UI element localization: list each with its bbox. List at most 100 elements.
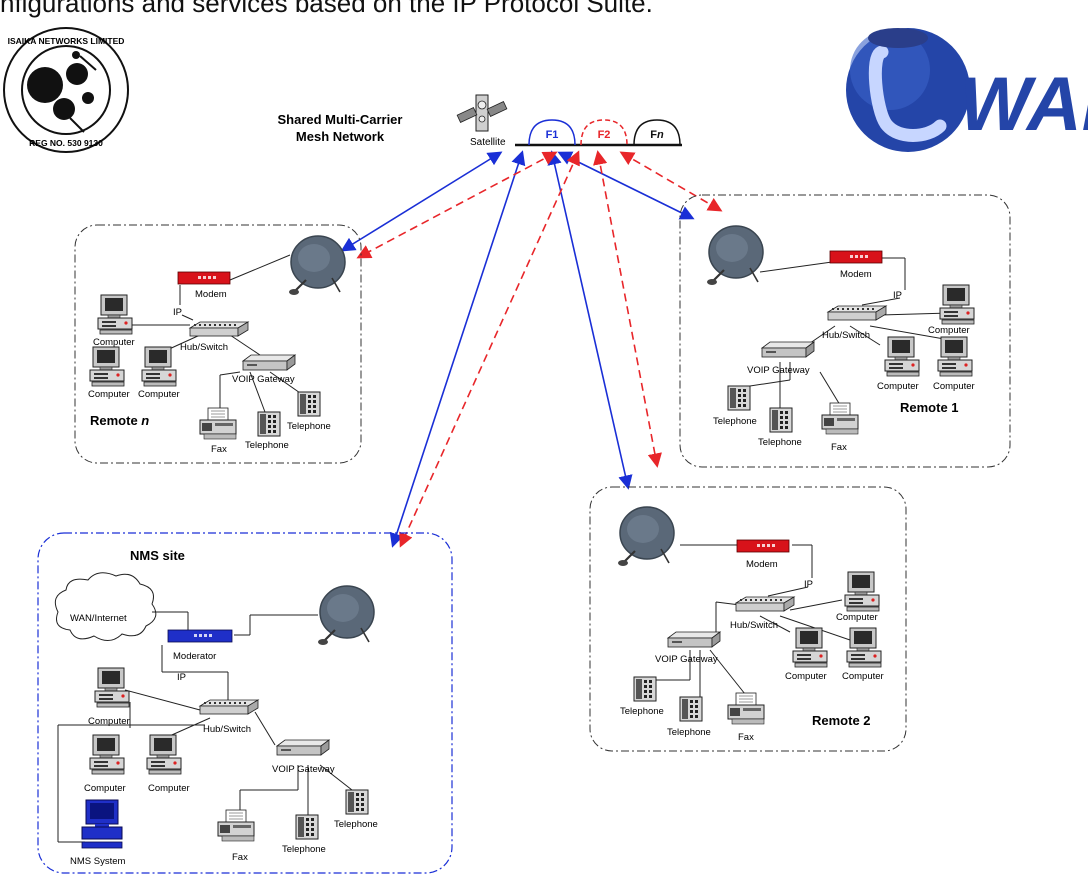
remote-n-ip-label: IP (173, 307, 182, 318)
nms-system-icon (81, 799, 123, 849)
remote-n-hub-icon (189, 321, 249, 337)
nms-computer-label-3: Computer (148, 783, 190, 794)
nms-modem (167, 629, 233, 643)
carrier-fn-arc (633, 119, 681, 146)
nms-voip-icon (276, 739, 330, 756)
nms-fax-icon (217, 809, 255, 842)
isaika-reg-text: REG NO. 530 9130 (29, 138, 103, 148)
remote-2-title: Remote 2 (812, 713, 871, 728)
nms-computer-icon-3 (146, 734, 182, 775)
carrier-f2-arc (580, 119, 628, 146)
remote-2-computer-label-3: Computer (842, 671, 884, 682)
remote-2-computer-label-2: Computer (785, 671, 827, 682)
remote-1-site: Modem IP Hub/Switch VOIP Gateway Compute… (679, 194, 1011, 468)
iwan-logo: WAN (846, 28, 1088, 152)
remote-2-ip-label: IP (804, 579, 813, 590)
remote-n-site: Modem IP Hub/Switch VOIP Gateway Compute… (74, 224, 362, 464)
remote-1-telephone-icon-1 (727, 385, 751, 411)
remote-n-computer-label-1: Computer (93, 337, 135, 348)
remote-1-computer-label-2: Computer (877, 381, 919, 392)
remote-1-modem-label: Modem (840, 269, 872, 280)
remote-1-computer-icon-3 (937, 336, 973, 377)
remote-2-computer-icon-1 (844, 571, 880, 612)
remote-1-title: Remote 1 (900, 400, 959, 415)
nms-computer-label-2: Computer (84, 783, 126, 794)
f1-links (340, 150, 695, 548)
remote-n-computer-label-3: Computer (138, 389, 180, 400)
remote-1-voip-icon (761, 341, 815, 358)
remote-1-ip-label: IP (893, 290, 902, 301)
remote-1-dish-icon (705, 224, 765, 287)
carrier-f1-arc (528, 119, 576, 146)
remote-1-telephone-label-1: Telephone (713, 416, 757, 427)
remote-2-telephone-label-2: Telephone (667, 727, 711, 738)
nms-telephone-label-1: Telephone (282, 844, 326, 855)
remote-n-fax-label: Fax (211, 444, 227, 455)
remote-2-dish-icon (616, 505, 676, 568)
remote-1-voip-label: VOIP Gateway (747, 365, 810, 376)
f2-links (356, 150, 723, 548)
remote-n-telephone-icon-2 (297, 391, 321, 417)
remote-n-computer-icon-1 (97, 294, 133, 335)
remote-n-voip-label: VOIP Gateway (232, 374, 295, 385)
remote-2-voip-label: VOIP Gateway (655, 654, 718, 665)
remote-2-telephone-icon-2 (679, 696, 703, 722)
remote-2-computer-icon-2 (792, 627, 828, 668)
remote-1-modem (829, 250, 883, 264)
remote-2-modem-label: Modem (746, 559, 778, 570)
isaika-ring-text: ISAIKA NETWORKS LIMITED (8, 36, 125, 46)
remote-n-hub-label: Hub/Switch (180, 342, 228, 353)
remote-2-voip-icon (667, 631, 721, 648)
remote-n-telephone-label-2: Telephone (287, 421, 331, 432)
nms-telephone-icon-2 (345, 789, 369, 815)
remote-n-computer-icon-2 (89, 346, 125, 387)
nms-computer-label-1: Computer (88, 716, 130, 727)
remote-2-hub-icon (735, 596, 795, 612)
remote-n-computer-icon-3 (141, 346, 177, 387)
remote-2-computer-icon-3 (846, 627, 882, 668)
remote-1-telephone-icon-2 (769, 407, 793, 433)
remote-2-modem (736, 539, 790, 553)
carrier-fn-label: Fn (650, 129, 664, 141)
remote-1-hub-label: Hub/Switch (822, 330, 870, 341)
remote-2-site: Modem IP Hub/Switch VOIP Gateway Compute… (589, 486, 907, 752)
nms-telephone-label-2: Telephone (334, 819, 378, 830)
nms-modem-label: Moderator (173, 651, 216, 662)
nms-computer-icon-1 (94, 667, 130, 708)
nms-voip-label: VOIP Gateway (272, 764, 335, 775)
carrier-f1-label: F1 (546, 129, 559, 141)
remote-1-hub-icon (827, 305, 887, 321)
remote-2-telephone-icon-1 (633, 676, 657, 702)
remote-1-telephone-label-2: Telephone (758, 437, 802, 448)
remote-n-telephone-label-1: Telephone (245, 440, 289, 451)
nms-telephone-icon-1 (295, 814, 319, 840)
isaika-logo: ISAIKA NETWORKS LIMITED REG NO. 530 9130 (3, 27, 129, 153)
remote-n-modem-label: Modem (195, 289, 227, 300)
remote-n-telephone-icon-1 (257, 411, 281, 437)
remote-2-hub-label: Hub/Switch (730, 620, 778, 631)
nms-cloud-label: WAN/Internet (70, 613, 127, 624)
nms-dish-icon (316, 584, 376, 647)
nms-hub-icon (199, 699, 259, 715)
remote-2-fax-icon (727, 692, 765, 725)
remote-1-computer-icon-2 (884, 336, 920, 377)
satellite-label: Satellite (470, 137, 506, 148)
page-heading: nfigurations and services based on the I… (0, 0, 653, 18)
iwan-logo-text: WAN (959, 62, 1088, 147)
remote-n-computer-label-2: Computer (88, 389, 130, 400)
remote-n-dish-icon (287, 234, 347, 297)
remote-2-computer-label-1: Computer (836, 612, 878, 623)
network-title-line2: Mesh Network (296, 129, 385, 144)
remote-n-voip-icon (242, 354, 296, 371)
carrier-f2-label: F2 (598, 129, 611, 141)
remote-2-telephone-label-1: Telephone (620, 706, 664, 717)
remote-1-computer-label-3: Computer (933, 381, 975, 392)
nms-site: WAN/Internet Moderator IP Hub/Switch VOI… (37, 532, 453, 874)
remote-n-modem (177, 271, 231, 285)
satellite-icon (456, 94, 508, 132)
nms-computer-icon-2 (89, 734, 125, 775)
remote-2-fax-label: Fax (738, 732, 754, 743)
nms-hub-label: Hub/Switch (203, 724, 251, 735)
nms-fax-label: Fax (232, 852, 248, 863)
